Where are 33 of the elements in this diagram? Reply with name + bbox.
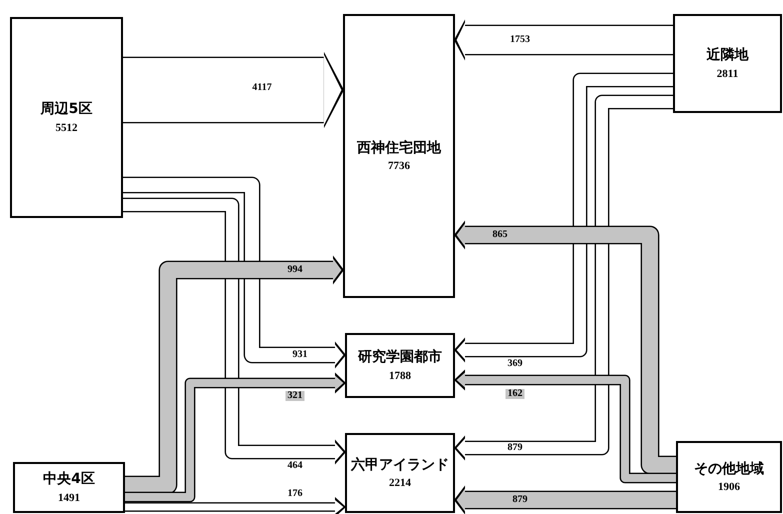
edge-label: 321	[286, 391, 304, 401]
region-box	[676, 441, 782, 513]
edge-label: 4117	[250, 83, 274, 93]
region-name: 周辺5区	[40, 101, 92, 119]
region-name: 研究学園都市	[358, 349, 442, 367]
region-box	[343, 14, 455, 298]
region-box	[10, 17, 123, 218]
edge-label: 931	[290, 350, 310, 360]
population-count: 2214	[389, 478, 411, 490]
region-box	[13, 462, 125, 513]
population-count: 2811	[716, 68, 738, 80]
region-name: 西神住宅団地	[357, 140, 441, 158]
region-name: 六甲アイランド	[351, 456, 449, 474]
population-count: 1491	[58, 492, 80, 504]
population-count: 1788	[389, 370, 411, 382]
region-name: 近隣地	[706, 47, 748, 65]
edge-label: 879	[506, 443, 524, 453]
region-box	[345, 333, 455, 398]
edge-label: 369	[506, 359, 524, 369]
edge-label: 464	[286, 461, 304, 471]
population-count: 7736	[388, 161, 410, 172]
edge-label: 865	[490, 230, 510, 240]
region-box	[673, 14, 782, 113]
edge-label: 162	[506, 389, 524, 399]
region-name: 中央4区	[43, 471, 95, 489]
population-count: 5512	[56, 122, 78, 134]
region-name: その他地域	[694, 460, 764, 478]
edge-label: 176	[286, 489, 304, 499]
region-box	[345, 433, 455, 513]
edge-label: 879	[510, 495, 530, 505]
edge-label: 994	[286, 265, 304, 275]
edge-label: 1753	[508, 35, 532, 45]
population-count: 1906	[718, 482, 740, 494]
